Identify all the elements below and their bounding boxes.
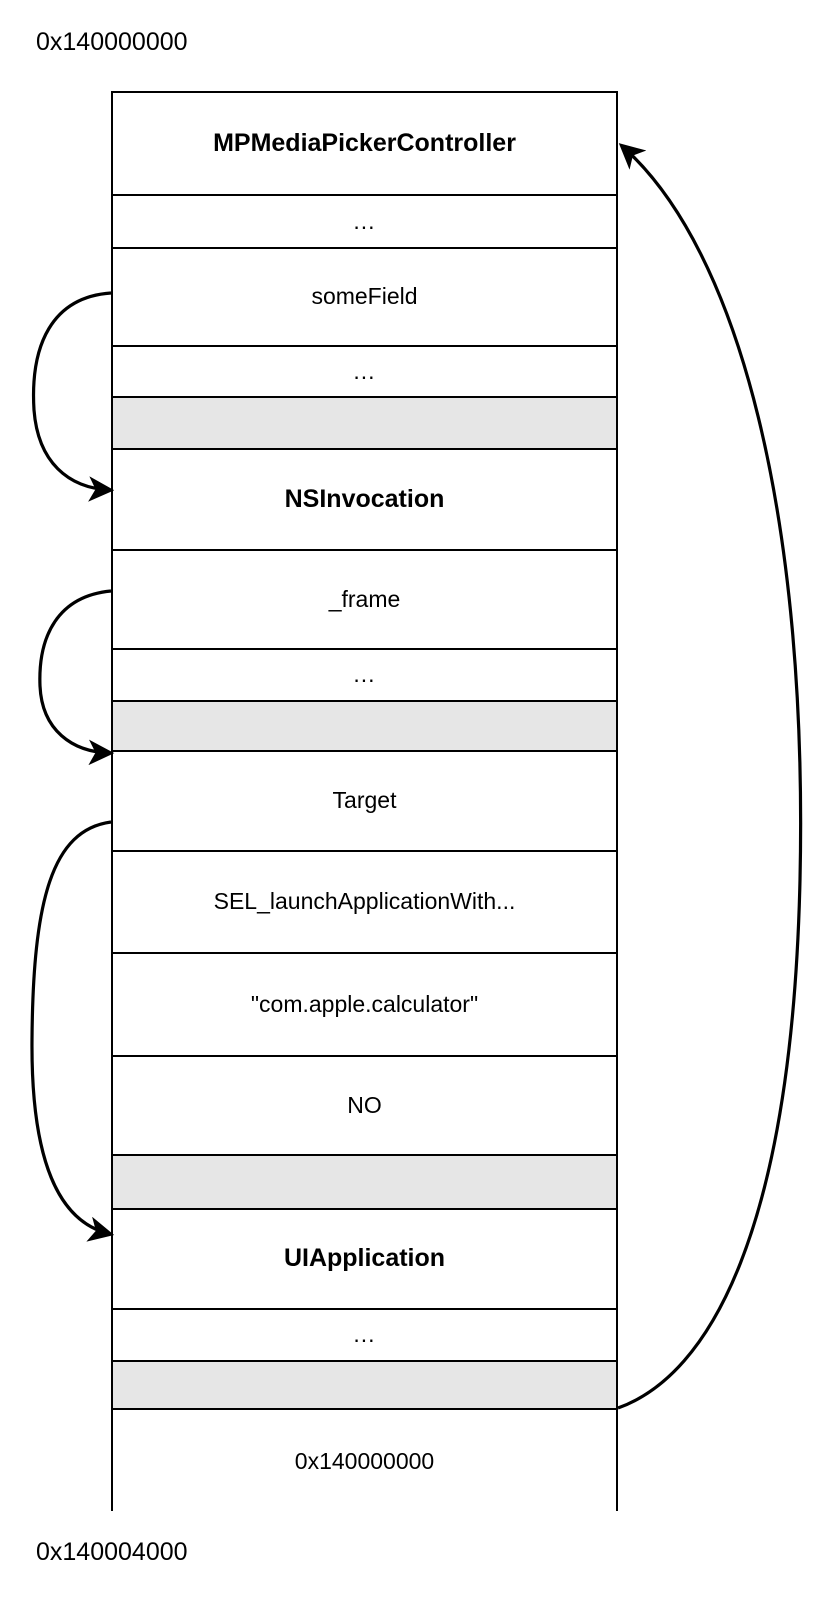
memory-row-padding: [113, 702, 616, 752]
memory-row-padding: [113, 1156, 616, 1210]
bottom-address-label: 0x140004000: [36, 1538, 188, 1566]
memory-row-label: ...: [353, 207, 376, 234]
memory-row-field: "com.apple.calculator": [113, 954, 616, 1057]
memory-row-field: 0x140000000: [113, 1410, 616, 1513]
memory-row-label: Target: [332, 787, 397, 814]
memory-row-field: Target: [113, 752, 616, 852]
memory-row-object-header: NSInvocation: [113, 450, 616, 551]
memory-row-label: UIApplication: [283, 1244, 446, 1273]
memory-row-ellipsis: ...: [113, 650, 616, 702]
memory-layout-table: MPMediaPickerController... someField... NS…: [111, 91, 618, 1513]
arrow-frame-to-target: [38, 589, 115, 766]
memory-row-field: someField: [113, 249, 616, 347]
arrow-somefield-to-nsinvocation: [31, 291, 115, 502]
memory-row-label: "com.apple.calculator": [250, 990, 479, 1017]
memory-row-label: NO: [347, 1091, 382, 1118]
top-address-label: 0x140000000: [36, 28, 188, 56]
memory-row-label: someField: [311, 283, 418, 310]
memory-row-label: ...: [353, 1321, 376, 1348]
memory-row-padding: [113, 1362, 616, 1410]
memory-row-padding: [113, 398, 616, 450]
memory-row-field: SEL_launchApplicationWith...: [113, 852, 616, 954]
memory-row-label: MPMediaPickerController: [213, 128, 516, 157]
memory-row-label: _frame: [328, 585, 401, 612]
memory-row-label: 0x140000000: [294, 1447, 435, 1474]
memory-row-label: ...: [353, 357, 376, 384]
memory-row-field: _frame: [113, 551, 616, 650]
memory-row-label: SEL_launchApplicationWith...: [213, 888, 516, 915]
arrow-baseaddr-to-mpmediapicker: [617, 143, 803, 1410]
memory-row-ellipsis: ...: [113, 347, 616, 398]
memory-row-ellipsis: ...: [113, 196, 616, 249]
memory-row-ellipsis: ...: [113, 1310, 616, 1362]
memory-row-label: NSInvocation: [284, 484, 445, 513]
arrow-target-to-uiapplication: [30, 820, 115, 1242]
memory-row-label: ...: [353, 661, 376, 688]
memory-row-field: NO: [113, 1057, 616, 1156]
memory-row-object-header: UIApplication: [113, 1210, 616, 1310]
memory-row-object-header: MPMediaPickerController: [113, 93, 616, 196]
